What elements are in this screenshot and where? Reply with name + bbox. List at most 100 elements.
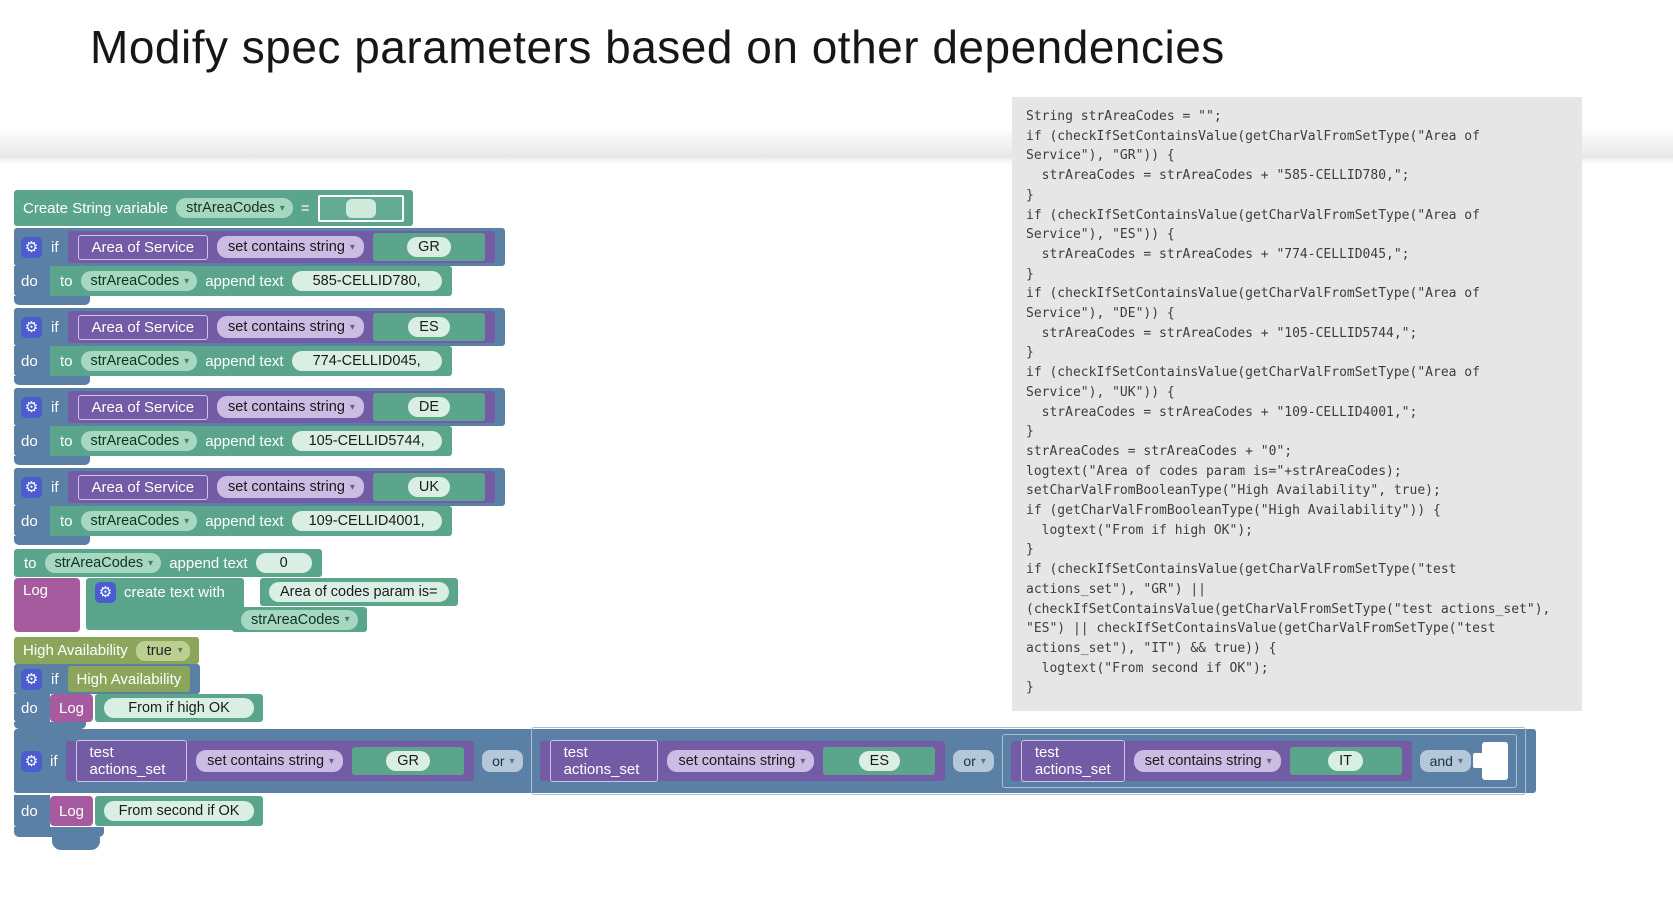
append-value-field[interactable]: 109-CELLID4001, [291, 511, 442, 531]
if-block-es[interactable]: ⚙ if Area of Service set contains string… [14, 308, 505, 346]
operator-dropdown[interactable]: set contains string [217, 236, 364, 258]
create-text-with-header[interactable]: ⚙ create text with [86, 578, 234, 606]
gear-icon[interactable]: ⚙ [21, 396, 42, 418]
append-value-field[interactable]: 0 [255, 553, 312, 573]
text-field[interactable]: From second if OK [104, 801, 255, 821]
or-dropdown[interactable]: or [482, 750, 523, 772]
condition-set-contains[interactable]: Area of Service set contains string UK [67, 471, 495, 503]
to-label: to [60, 352, 73, 370]
log-block[interactable]: Log [50, 694, 94, 722]
true-dropdown[interactable]: true [135, 640, 190, 661]
value-field[interactable]: GR [407, 237, 451, 257]
operator-dropdown[interactable]: set contains string [1133, 750, 1281, 772]
append-text-label: append text [169, 554, 248, 572]
append-value-field[interactable]: 774-CELLID045, [291, 351, 442, 371]
append-value-field[interactable]: 105-CELLID5744, [291, 431, 442, 451]
gear-icon[interactable]: ⚙ [95, 581, 116, 603]
append-text-statement[interactable]: to strAreaCodes append text 109-CELLID40… [50, 506, 452, 536]
operator-dropdown[interactable]: set contains string [217, 476, 364, 498]
append-text-statement[interactable]: to strAreaCodes append text 585-CELLID78… [50, 266, 452, 296]
if-block-gr[interactable]: ⚙ if Area of Service set contains string… [14, 228, 505, 266]
variable-dropdown[interactable]: strAreaCodes [80, 271, 198, 291]
variable-dropdown[interactable]: strAreaCodes [80, 511, 198, 531]
or-dropdown[interactable]: or [953, 750, 994, 772]
set-name-block[interactable]: Area of Service [77, 394, 209, 420]
set-name-block[interactable]: Area of Service [77, 314, 209, 340]
value-socket[interactable] [317, 194, 404, 222]
variable-dropdown[interactable]: strAreaCodes [80, 351, 198, 371]
append-text-statement[interactable]: to strAreaCodes append text 105-CELLID57… [50, 426, 452, 456]
operator-dropdown[interactable]: set contains string [217, 316, 364, 338]
value-field[interactable]: ES [858, 751, 901, 771]
condition-set-contains[interactable]: test actions_set set contains string GR [65, 740, 475, 782]
operator-dropdown[interactable]: set contains string [217, 396, 364, 418]
variable-value-block[interactable]: strAreaCodes [232, 607, 367, 632]
value-field[interactable]: UK [407, 477, 451, 497]
if-block-uk[interactable]: ⚙ if Area of Service set contains string… [14, 468, 505, 506]
value-block[interactable]: GR [372, 233, 485, 261]
do-label: do [14, 266, 50, 296]
if-block-de[interactable]: ⚙ if Area of Service set contains string… [14, 388, 505, 426]
and-dropdown[interactable]: and [1419, 750, 1471, 772]
create-variable-label: Create String variable [23, 199, 169, 217]
gear-icon[interactable]: ⚙ [21, 316, 42, 338]
variable-dropdown[interactable]: strAreaCodes [80, 431, 198, 451]
value-block[interactable]: DE [372, 393, 485, 421]
to-label: to [60, 272, 73, 290]
if-block-high-availability[interactable]: ⚙ if High Availability [14, 664, 201, 694]
text-value-block[interactable]: Area of codes param is= [260, 578, 458, 606]
gear-icon[interactable]: ⚙ [21, 236, 42, 258]
value-field[interactable]: IT [1328, 751, 1364, 771]
if-block-test-actions[interactable]: ⚙ if test actions_set set contains strin… [14, 727, 1536, 795]
nested-logic-block[interactable]: test actions_set set contains string IT … [1001, 734, 1517, 788]
value-block[interactable]: ES [372, 313, 485, 341]
high-availability-set-block[interactable]: High Availability true [14, 637, 199, 664]
block-foot [14, 296, 90, 305]
condition-set-contains[interactable]: Area of Service set contains string ES [67, 311, 495, 343]
create-string-variable-block[interactable]: Create String variable strAreaCodes = [14, 190, 413, 226]
value-field[interactable]: GR [386, 751, 430, 771]
append-zero-statement[interactable]: to strAreaCodes append text 0 [14, 549, 322, 577]
gear-icon[interactable]: ⚙ [21, 668, 42, 690]
text-field[interactable]: From if high OK [104, 698, 255, 718]
high-availability-value-block[interactable]: High Availability [67, 666, 191, 692]
log-text-value-block[interactable]: From second if OK [95, 796, 264, 826]
value-field[interactable]: DE [407, 397, 451, 417]
if-label: if [51, 478, 59, 496]
value-block[interactable]: GR [352, 747, 465, 775]
value-field[interactable]: ES [408, 317, 450, 337]
operator-dropdown[interactable]: set contains string [196, 750, 344, 772]
log-text-value-block[interactable]: From if high OK [95, 694, 264, 722]
value-block[interactable]: UK [372, 473, 485, 501]
condition-set-contains[interactable]: Area of Service set contains string GR [67, 231, 495, 263]
append-text-statement[interactable]: to strAreaCodes append text 774-CELLID04… [50, 346, 452, 376]
if-label: if [51, 670, 59, 688]
gear-icon[interactable]: ⚙ [21, 750, 42, 772]
set-name-block[interactable]: test actions_set [1020, 740, 1125, 782]
value-block[interactable]: ES [823, 747, 936, 775]
log-block[interactable]: Log [50, 796, 94, 826]
empty-value-socket[interactable] [1473, 742, 1508, 780]
gear-icon[interactable]: ⚙ [21, 476, 42, 498]
append-value-field[interactable]: 585-CELLID780, [291, 271, 442, 291]
log-label: Log [23, 582, 49, 599]
text-field[interactable]: Area of codes param is= [269, 582, 449, 602]
set-name-block[interactable]: Area of Service [77, 234, 209, 260]
set-name-block[interactable]: Area of Service [77, 474, 209, 500]
operator-dropdown[interactable]: set contains string [667, 750, 815, 772]
condition-set-contains[interactable]: Area of Service set contains string DE [67, 391, 495, 423]
value-block[interactable]: IT [1289, 747, 1402, 775]
nested-logic-block[interactable]: test actions_set set contains string ES … [530, 727, 1526, 795]
condition-set-contains[interactable]: test actions_set set contains string IT [1010, 740, 1412, 782]
variable-dropdown[interactable]: strAreaCodes [44, 553, 162, 573]
generated-code-text: String strAreaCodes = ""; if (checkIfSet… [1026, 109, 1551, 696]
set-name-block[interactable]: test actions_set [75, 740, 188, 782]
variable-dropdown[interactable]: strAreaCodes [241, 609, 358, 630]
do-label: do [14, 346, 50, 376]
condition-set-contains[interactable]: test actions_set set contains string ES [539, 740, 946, 782]
set-name-block[interactable]: test actions_set [549, 740, 659, 782]
empty-text-field[interactable] [345, 198, 376, 218]
variable-dropdown[interactable]: strAreaCodes [176, 198, 293, 218]
log-block[interactable]: Log [14, 578, 80, 632]
